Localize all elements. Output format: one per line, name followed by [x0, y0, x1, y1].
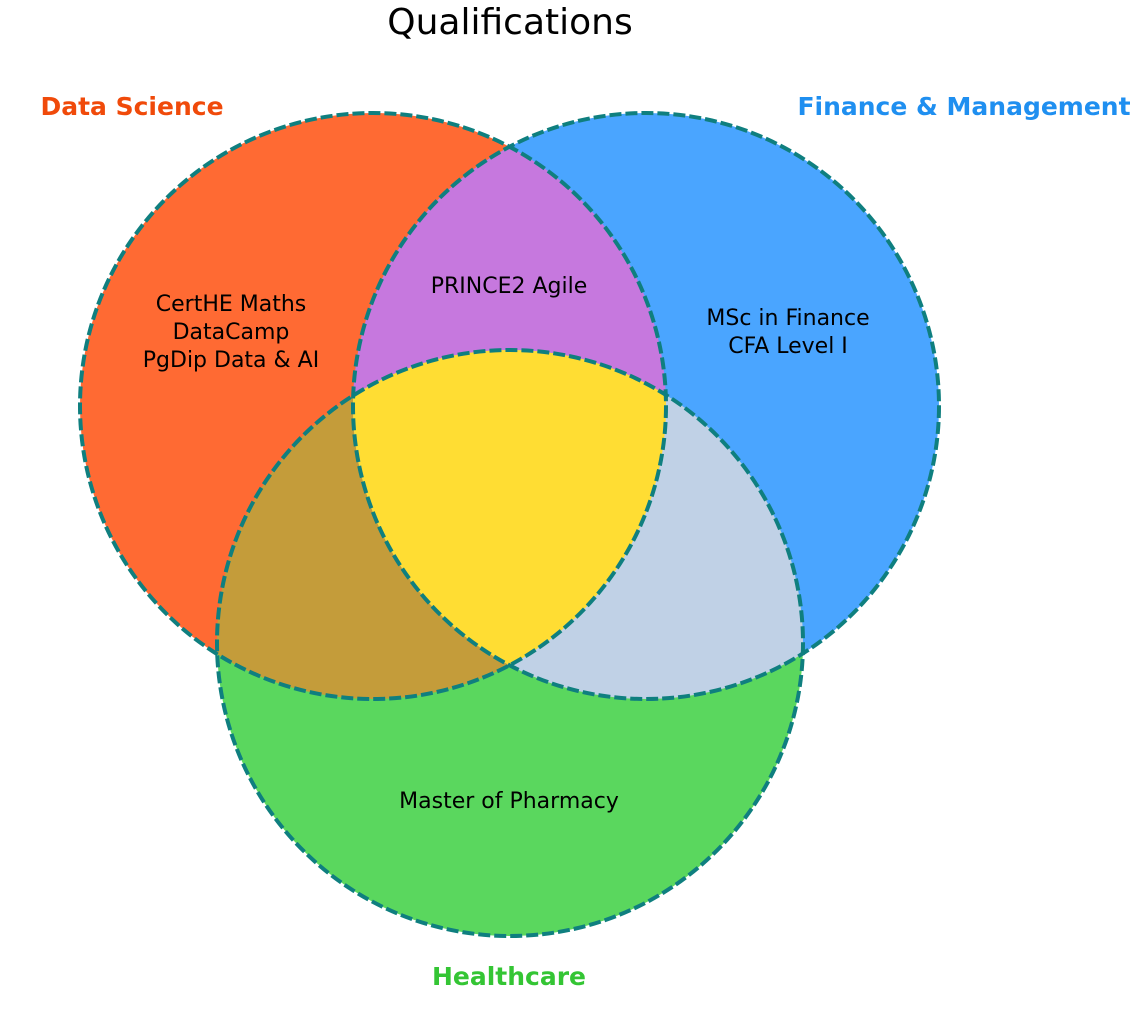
- region-data-science-finance-item: PRINCE2 Agile: [431, 274, 588, 299]
- region-data-science-item: CertHE Maths: [156, 292, 307, 317]
- region-finance-item: MSc in Finance: [706, 306, 869, 331]
- region-finance-item: CFA Level I: [728, 334, 848, 359]
- set-label-finance: Finance & Management: [797, 92, 1130, 121]
- set-label-healthcare: Healthcare: [432, 962, 586, 991]
- healthcare-outline: [215, 348, 805, 938]
- region-healthcare-item: Master of Pharmacy: [399, 789, 619, 814]
- region-data-science-item: DataCamp: [173, 320, 290, 345]
- finance-outline: [351, 111, 941, 701]
- region-data-science-item: PgDip Data & AI: [143, 348, 319, 373]
- set-label-data-science: Data Science: [40, 92, 223, 121]
- data-science-outline: [78, 111, 668, 701]
- diagram-title: Qualifications: [387, 2, 632, 43]
